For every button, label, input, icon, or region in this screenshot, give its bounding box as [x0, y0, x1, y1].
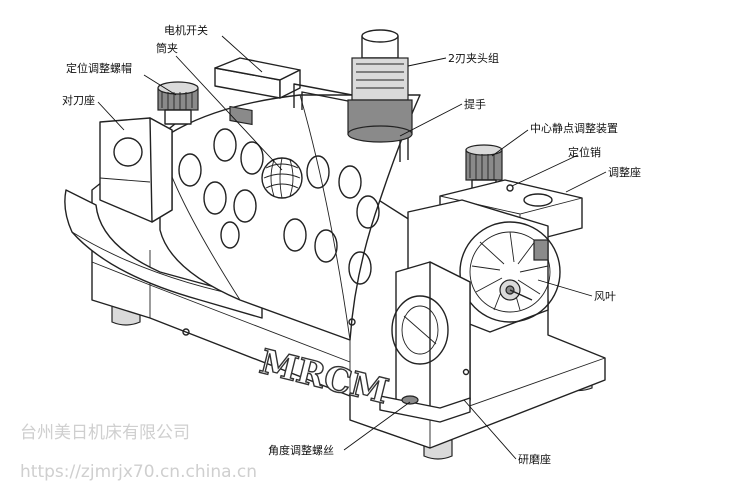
label-center-adjust: 中心静点调整装置	[530, 121, 618, 135]
watermark-company: 台州美日机床有限公司	[20, 423, 190, 443]
positioning-nut	[157, 81, 199, 125]
leader-handle	[399, 103, 463, 137]
leader-angle-screw	[343, 401, 411, 451]
label-collet: 筒夹	[156, 41, 178, 55]
grinding-seat	[379, 261, 471, 423]
label-motor-switch: 电机开关	[164, 23, 208, 37]
part-labels: 电机开关 筒夹 定位调整螺帽 对刀座 2刃夹头组 提手 中心静点调整装置 定位销…	[62, 23, 641, 466]
leader-center-adjust	[491, 129, 529, 157]
leader-positioning-nut	[143, 74, 177, 96]
leader-fan	[537, 279, 593, 297]
label-angle-screw: 角度调整螺丝	[268, 443, 334, 457]
leader-chuck-group	[407, 57, 447, 67]
leader-adjust-seat	[565, 171, 607, 193]
label-chuck-group: 2刃夹头组	[448, 51, 499, 65]
label-handle: 提手	[464, 97, 486, 111]
leader-collet	[175, 55, 283, 171]
drum-cover	[159, 94, 421, 341]
alignment-seat	[99, 117, 173, 223]
label-positioning-nut: 定位调整螺帽	[66, 61, 132, 75]
collet-ball	[261, 157, 303, 199]
left-tray	[64, 189, 263, 319]
label-grinding-seat: 研磨座	[518, 452, 551, 466]
machine-illustration: MRCM	[64, 29, 606, 460]
watermark: 台州美日机床有限公司 https://zjmrjx70.cn.china.cn	[20, 423, 257, 482]
label-alignment-seat: 对刀座	[62, 93, 95, 107]
drum-holes	[178, 128, 380, 285]
leader-lines	[97, 35, 607, 460]
leader-alignment-seat	[97, 101, 125, 131]
leader-locating-pin	[511, 154, 579, 187]
leader-grinding-seat	[463, 399, 517, 460]
chuck-group	[347, 29, 413, 143]
leader-motor-switch	[221, 35, 263, 73]
label-adjust-seat: 调整座	[608, 165, 641, 179]
label-locating-pin: 定位销	[568, 145, 601, 159]
watermark-url: https://zjmrjx70.cn.china.cn	[20, 462, 257, 482]
label-fan: 风叶	[594, 290, 616, 303]
